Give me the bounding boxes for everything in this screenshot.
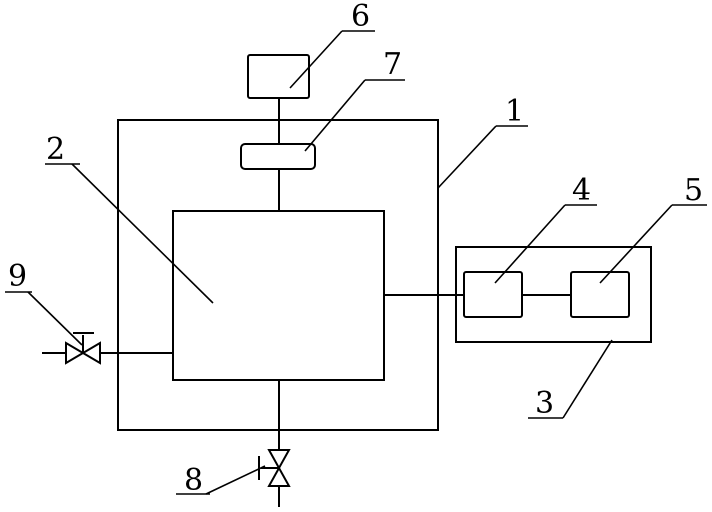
label-6: 6 [351,0,370,34]
label-7: 7 [383,47,402,82]
label-2: 2 [46,132,65,167]
valve-8-icon [258,449,291,487]
label-1: 1 [505,94,524,129]
label-8: 8 [184,463,203,498]
label-9: 9 [8,259,27,294]
box-4 [463,271,523,318]
label-5: 5 [684,173,703,208]
label-4: 4 [572,173,591,208]
valve-9-icon [65,332,101,365]
box-5 [570,271,630,318]
leader-lines [5,30,707,495]
label-3: 3 [535,386,554,421]
rounded-element-7 [240,143,316,170]
